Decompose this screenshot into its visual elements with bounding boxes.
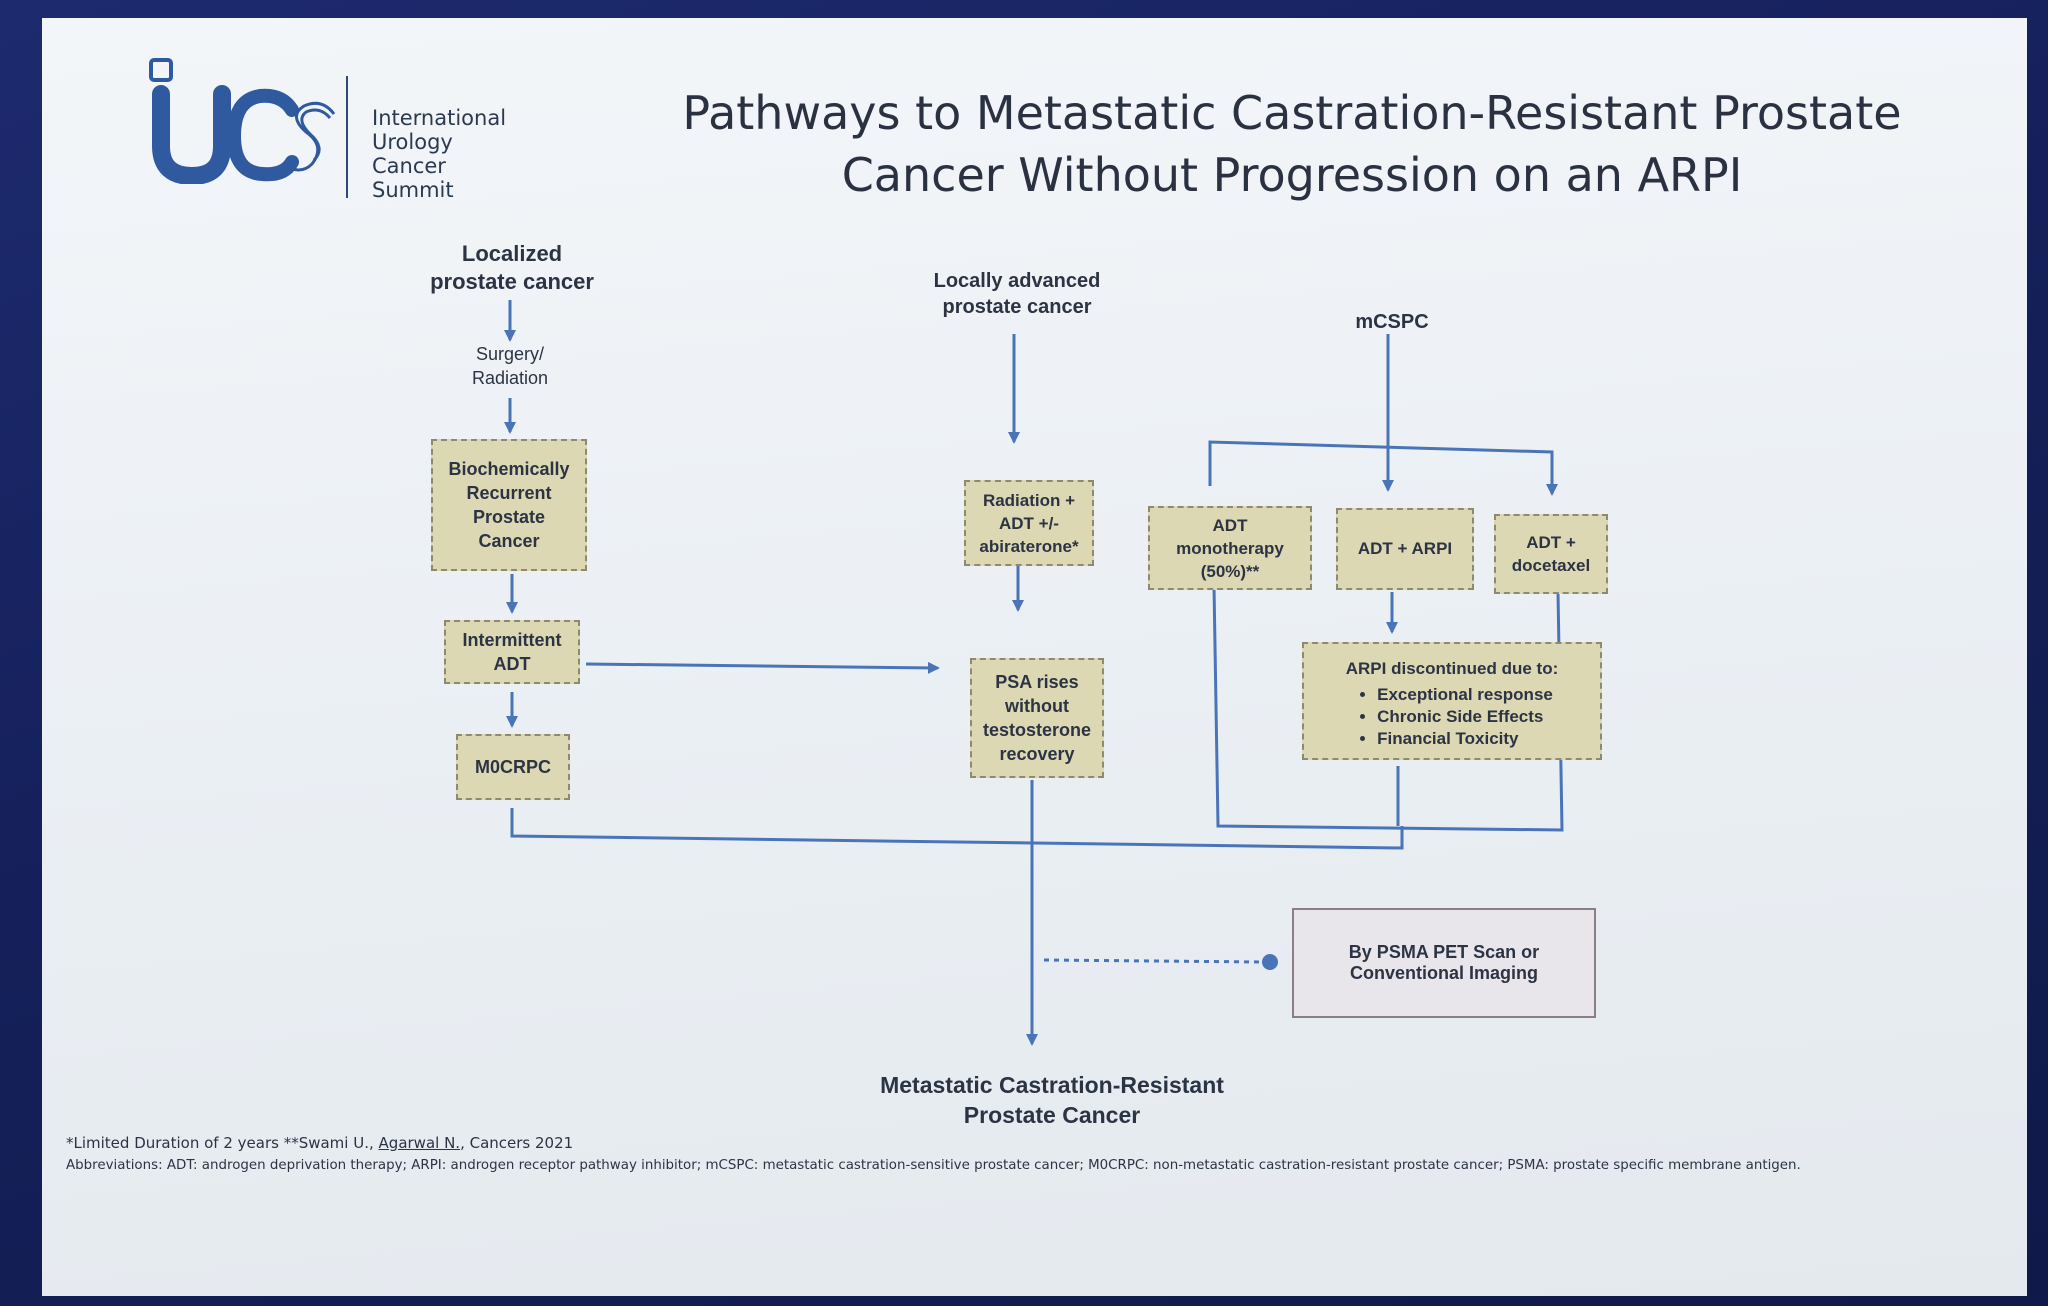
psma-line: Conventional Imaging: [1349, 963, 1538, 983]
logo-line: Urology: [372, 130, 453, 154]
diagram-connectors: [504, 300, 1564, 1046]
ucs-logo-mark: [149, 58, 336, 184]
box-line: PSA rises: [995, 672, 1079, 692]
header-line: prostate cancer: [942, 296, 1092, 318]
box-arpi-discontinued: ARPI discontinued due to: Exceptional re…: [1302, 642, 1602, 760]
title-line-1: Pathways to Metastatic Castration-Resist…: [682, 86, 1902, 140]
box-adt-docetaxel: ADT + docetaxel: [1494, 514, 1608, 594]
box-line: abiraterone*: [979, 536, 1079, 556]
footnote-author: Agarwal N.: [378, 1134, 461, 1152]
header-locally-advanced: Locally advanced prostate cancer: [922, 268, 1112, 320]
box-biochemically-recurrent: Biochemically Recurrent Prostate Cancer: [431, 439, 587, 571]
logo-text: International Urology Cancer Summit: [372, 106, 506, 202]
header-localized: Localized prostate cancer: [427, 240, 597, 296]
box-psma-imaging: By PSMA PET Scan or Conventional Imaging: [1292, 908, 1596, 1018]
box-line: Intermittent: [462, 630, 562, 650]
box-intermittent-adt: Intermittent ADT: [444, 620, 580, 684]
slide-title: Pathways to Metastatic Castration-Resist…: [622, 82, 1962, 206]
box-line: monotherapy: [1176, 538, 1284, 558]
footnote-references: *Limited Duration of 2 years **Swami U.,…: [66, 1134, 573, 1152]
footnote-prefix: *Limited Duration of 2 years **Swami U.,: [66, 1134, 379, 1152]
outcome-line: Prostate Cancer: [963, 1102, 1141, 1128]
box-line: ADT: [1212, 515, 1248, 535]
box-line: Radiation +: [982, 490, 1076, 510]
footnote-abbreviations: Abbreviations: ADT: androgen deprivation…: [66, 1158, 1801, 1173]
box-line: (50%)**: [1200, 561, 1260, 581]
box-line: docetaxel: [1511, 556, 1591, 575]
title-line-2: Cancer Without Progression on an ARPI: [841, 148, 1743, 202]
box-radiation-adt: Radiation + ADT +/- abiraterone*: [964, 480, 1094, 566]
box-line: Prostate: [472, 507, 546, 527]
header-line: Localized: [461, 241, 563, 266]
box-adt-monotherapy: ADT monotherapy (50%)**: [1148, 506, 1312, 590]
box-m0crpc: M0CRPC: [456, 734, 570, 800]
outcome-line: Metastatic Castration-Resistant: [880, 1072, 1224, 1098]
outcome-mcrpc: Metastatic Castration-Resistant Prostate…: [872, 1070, 1232, 1130]
arpi-disc-list: Exceptional response Chronic Side Effect…: [1351, 684, 1553, 750]
logo-line: Cancer: [372, 154, 446, 178]
logo-line: Summit: [372, 178, 454, 202]
box-psa-rises: PSA rises without testosterone recovery: [970, 658, 1104, 778]
line-psma-link: [1043, 958, 1265, 964]
box-line: ADT: [493, 654, 531, 674]
box-line: ADT +: [1526, 533, 1576, 552]
box-adt-arpi: ADT + ARPI: [1336, 508, 1474, 590]
list-item: Financial Toxicity: [1377, 728, 1553, 750]
box-line: recovery: [999, 744, 1075, 764]
box-line: Recurrent: [466, 483, 552, 503]
box-line: testosterone: [982, 720, 1092, 740]
box-line: Biochemically: [448, 459, 570, 479]
step-surgery-radiation: Surgery/ Radiation: [450, 342, 570, 390]
step-line: Radiation: [471, 368, 549, 388]
psma-line: By PSMA PET Scan or: [1348, 942, 1540, 962]
arpi-disc-heading: ARPI discontinued due to:: [1345, 659, 1559, 678]
box-line: ADT +/-: [999, 513, 1059, 533]
psma-link-dot: [1262, 954, 1278, 970]
list-item: Exceptional response: [1377, 684, 1553, 706]
header-line: Locally advanced: [933, 270, 1101, 292]
footnote-suffix: , Cancers 2021: [460, 1134, 574, 1152]
line-bottom-collector: [510, 808, 1404, 850]
logo-line: International: [372, 106, 507, 130]
step-line: Surgery/: [475, 344, 545, 364]
box-line: Cancer: [478, 531, 540, 551]
list-item: Chronic Side Effects: [1377, 706, 1553, 728]
arrow-intermittent-psa: [585, 661, 940, 674]
logo-divider: [346, 76, 348, 198]
header-line: prostate cancer: [430, 269, 594, 294]
box-line: without: [1005, 696, 1069, 716]
slide: International Urology Cancer Summit Path…: [42, 18, 2027, 1296]
line-mcspc-branch: [1208, 440, 1558, 496]
header-mcspc: mCSPC: [1355, 311, 1429, 333]
